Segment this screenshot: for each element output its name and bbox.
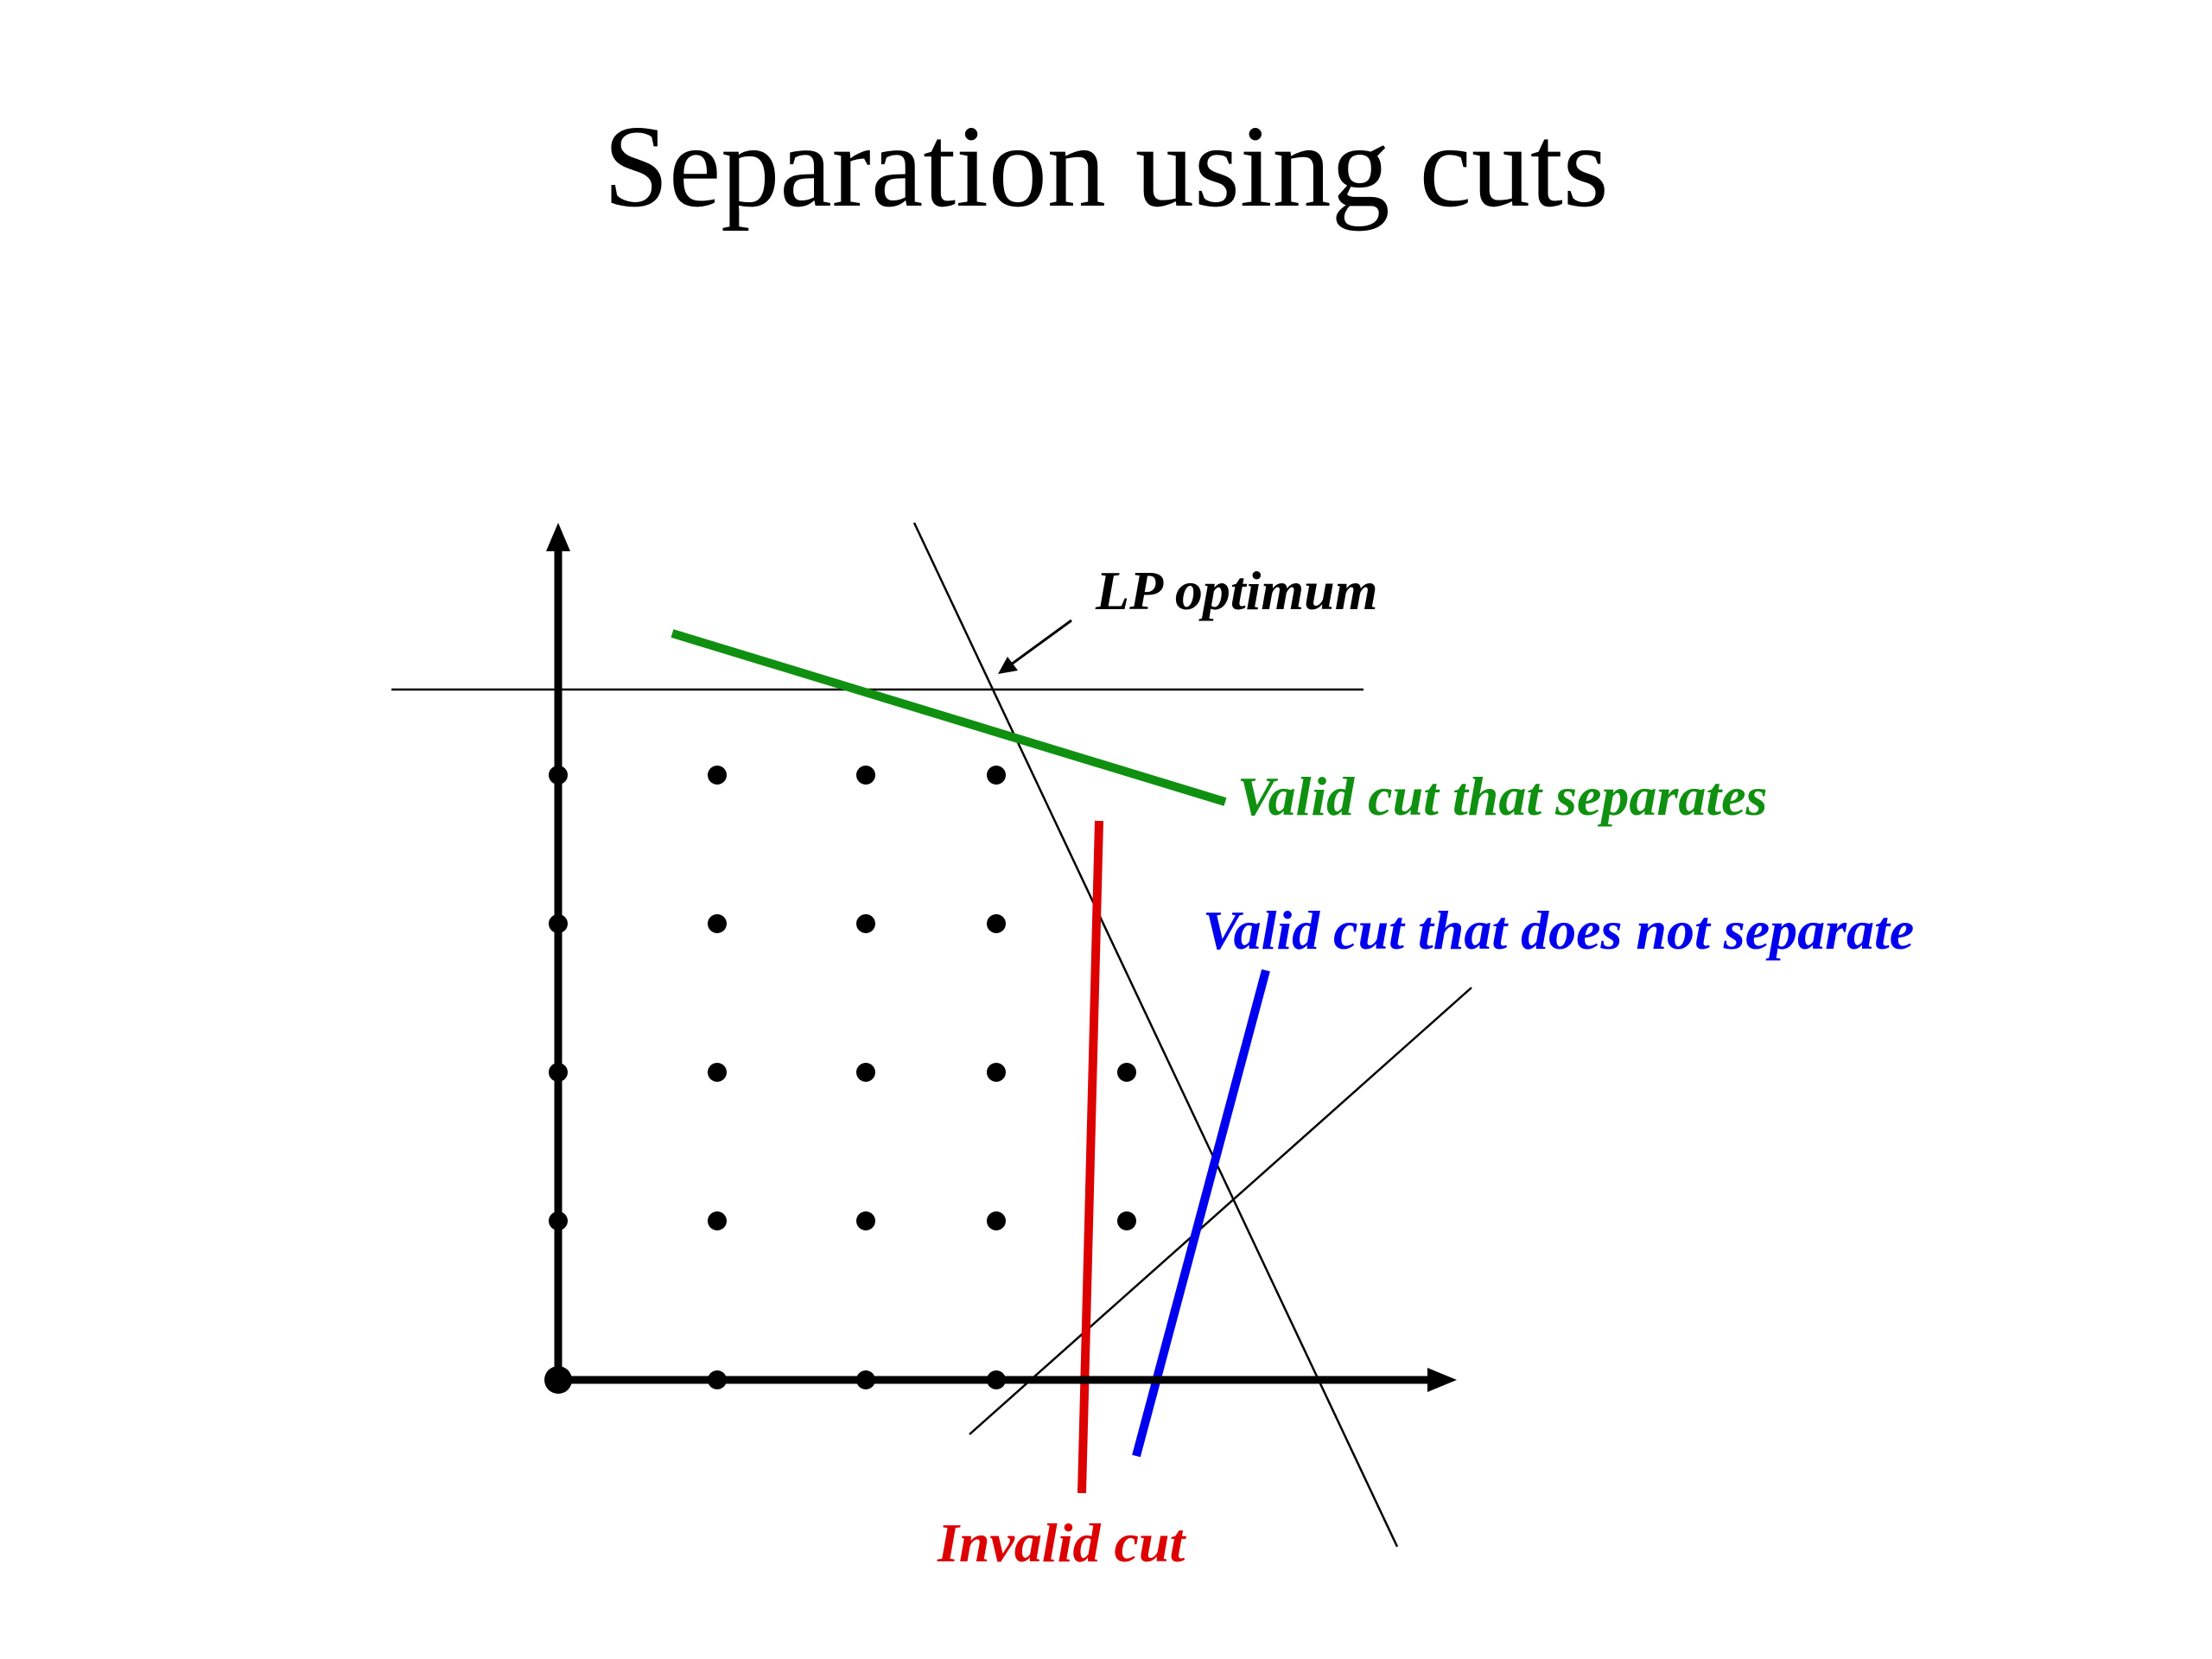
lp-optimum-label: LP optimum [1095,560,1378,621]
lattice-point [987,1370,1006,1389]
lattice-points [544,766,1136,1394]
valid-cut-not-separates-label: Valid cut that does not separate [1203,899,1914,961]
x-axis-arrowhead [1427,1368,1457,1392]
lattice-point [987,766,1006,785]
lp-optimum-arrow-head [998,657,1018,674]
lattice-point [708,1063,727,1082]
lattice-point [549,914,568,933]
lattice-point [1117,1063,1136,1082]
invalid-cut-line [1077,820,1103,1494]
y-axis-arrowhead [546,523,570,551]
lattice-point [708,766,727,785]
lattice-point [987,914,1006,933]
valid-cut-separates-line [671,629,1227,806]
lattice-point [987,1211,1006,1230]
valid-cut-separates-label: Valid cut that separates [1237,766,1767,827]
origin-point [544,1366,572,1394]
lattice-point [708,1211,727,1230]
invalid-cut-label: Invalid cut [937,1512,1186,1573]
lattice-point [549,766,568,785]
constraint-line-diagonal [969,987,1472,1435]
lattice-point [549,1211,568,1230]
lattice-point [708,914,727,933]
lattice-point [856,1063,875,1082]
lattice-point [987,1063,1006,1082]
lp-optimum-arrow-shaft [1007,619,1072,669]
slide-title: Separation using cuts [603,102,1609,232]
lattice-point [708,1370,727,1389]
lattice-point [549,1063,568,1082]
lattice-point [856,766,875,785]
lattice-point [856,914,875,933]
lattice-point [856,1370,875,1389]
lattice-point [1117,1211,1136,1230]
valid-cut-not-separates-line [1132,969,1270,1458]
lattice-point [856,1211,875,1230]
